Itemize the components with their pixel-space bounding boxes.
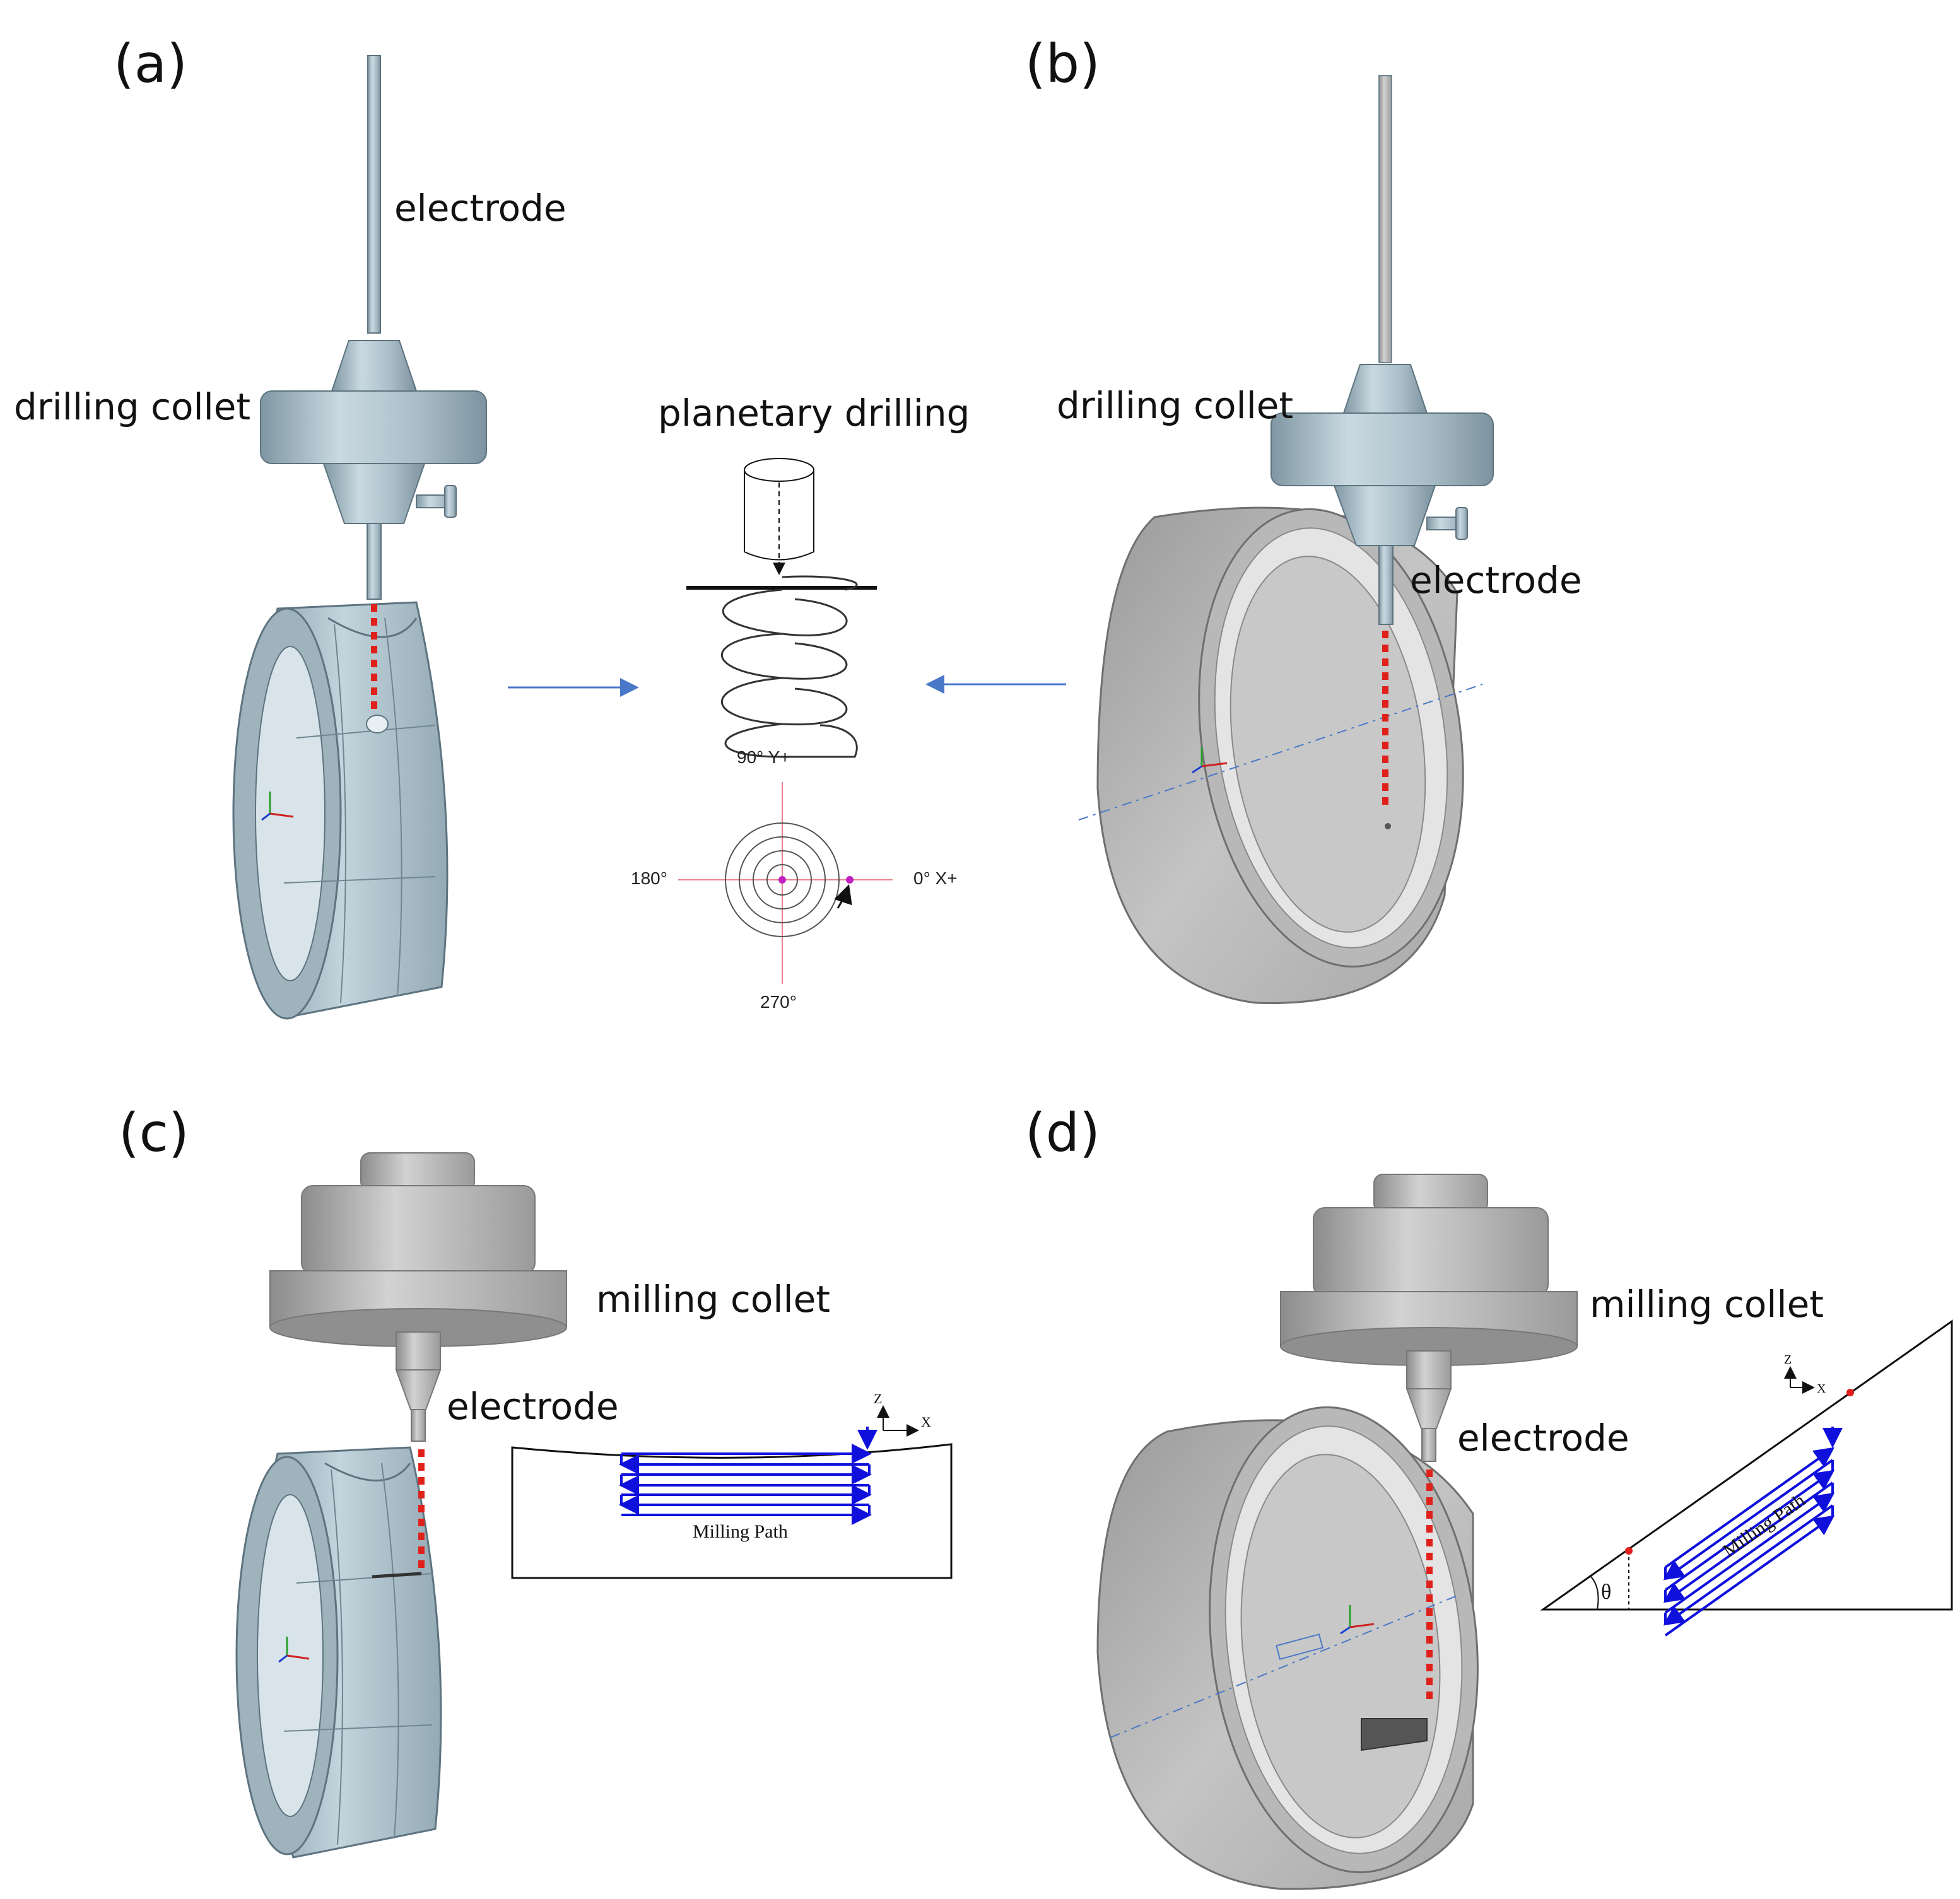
center-point [778, 876, 786, 884]
planetary-drilling-title: planetary drilling [658, 392, 970, 435]
electrode-label-c: electrode [447, 1385, 619, 1428]
axis-triad-icon [261, 792, 294, 821]
start-point-d-low [1625, 1547, 1633, 1555]
start-point [846, 876, 854, 884]
spiral-rings [725, 822, 840, 937]
axis-z-label-c: Z [874, 1391, 882, 1406]
gray-ring-d [1096, 1406, 1479, 1890]
drilling-collet-b [1270, 364, 1494, 625]
zx-axis-icon-c [877, 1405, 919, 1437]
axis-triad-icon-d [1340, 1605, 1375, 1635]
electrode-rod-b [1378, 75, 1392, 363]
axis-triad-icon-b [1192, 747, 1228, 774]
milling-collet-c [269, 1152, 567, 1442]
axis-z-label-d: Z [1784, 1353, 1792, 1367]
milling-collet-label-c: milling collet [596, 1278, 830, 1321]
panel-a-label: (a) [114, 33, 187, 95]
drilling-collet-label-b: drilling collet [1057, 384, 1293, 427]
direction-arrow [834, 884, 852, 909]
angle-label-90: 90° Y+ [737, 747, 790, 767]
milling-collet-label-d: milling collet [1590, 1283, 1824, 1326]
angle-label-0: 0° X+ [913, 868, 958, 888]
panel-a: (a) electrode drilling collet [14, 33, 639, 1020]
axis-centerline-d [1110, 1595, 1458, 1738]
milling-collet-d [1280, 1174, 1578, 1462]
gray-ring-b [1096, 506, 1464, 1005]
axis-triad-icon-c [278, 1637, 310, 1663]
axis-x-label-c: X [921, 1414, 931, 1430]
electrode-label-b: electrode [1410, 559, 1582, 602]
panel-b: (b) drilling collet electrode [925, 33, 1582, 1005]
angle-theta-label: θ [1601, 1581, 1611, 1604]
milling-path-label-c: Milling Path [693, 1521, 788, 1542]
electrode-label-d: electrode [1457, 1417, 1629, 1459]
drilling-collet-a [260, 340, 487, 600]
milling-path-diagram-d: θ Milling Path Z X [1540, 1319, 1953, 1637]
electrode-rod-a [367, 55, 381, 334]
start-point-d-high [1846, 1389, 1854, 1396]
planetary-drilling-diagram: planetary drilling 90° Y+ 180° 0° X+ 270… [631, 392, 970, 1012]
bearing-ring-c [235, 1446, 442, 1859]
axis-x-label-d: X [1817, 1382, 1826, 1396]
angle-label-180: 180° [631, 868, 667, 888]
angle-label-270: 270° [760, 992, 797, 1012]
zx-axis-icon-d [1784, 1366, 1815, 1394]
axis-centerline-b [1078, 684, 1483, 821]
tool-cylinder-icon [744, 458, 814, 575]
panel-d: (d) milling collet electrode [1025, 1102, 1953, 1890]
electrode-label-a: electrode [394, 187, 566, 230]
panel-c: (c) milling collet electrode [119, 1102, 953, 1859]
drilling-collet-label-a: drilling collet [14, 385, 250, 428]
helix-path [720, 575, 858, 758]
milling-path-diagram-c: Milling Path Z X [511, 1391, 953, 1579]
panel-c-label: (c) [119, 1102, 189, 1164]
panel-d-label: (d) [1025, 1102, 1100, 1164]
bearing-ring-a [232, 601, 449, 1020]
panel-b-label: (b) [1025, 33, 1100, 95]
